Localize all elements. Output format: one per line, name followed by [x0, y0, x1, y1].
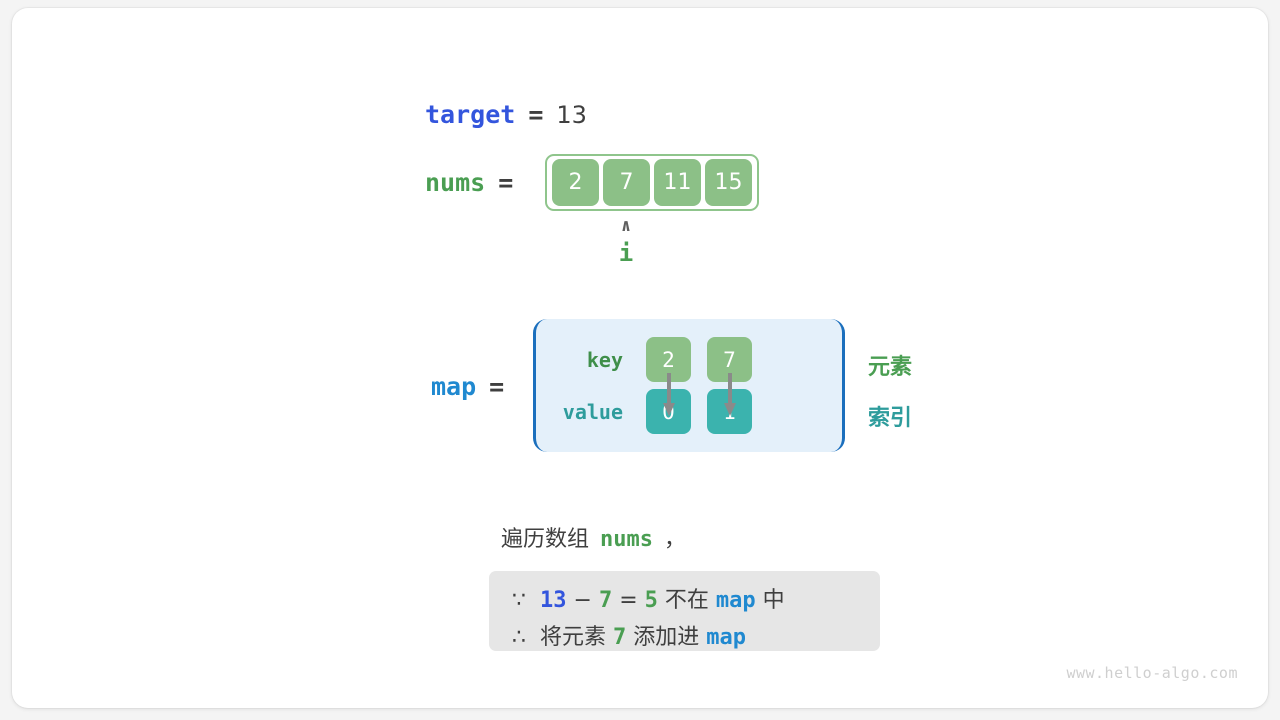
- map-key-row-label: key: [586, 348, 623, 372]
- key-to-value-arrow-icon: [724, 373, 736, 416]
- target-variable-name: target: [425, 100, 516, 129]
- explanation-line-2: ∴ 将元素 7 添加进 map: [512, 619, 746, 651]
- explanation-box: ∵ 13 − 7 = 5 不在 map 中 ∴: [489, 571, 880, 651]
- map-equals-sign: =: [489, 372, 505, 401]
- key-to-value-arrow-icon: [663, 373, 675, 416]
- add-element-text: 将元素: [540, 625, 607, 650]
- map-reference: map: [706, 625, 747, 650]
- map-value-row-label: value: [562, 400, 623, 424]
- watermark: www.hello-algo.com: [1066, 664, 1238, 682]
- array-cell: 11: [654, 159, 701, 206]
- target-number: 13: [540, 588, 567, 613]
- map-variable-name: map: [431, 372, 477, 401]
- added-value: 7: [613, 625, 627, 650]
- target-equals-sign: =: [528, 100, 544, 129]
- diagram-card: target = 13 nums = 2 7 11 15 ∧ i map = k…: [12, 8, 1268, 708]
- explanation-line-1: ∵ 13 − 7 = 5 不在 map 中: [512, 582, 785, 614]
- index-pointer-caret-icon: ∧: [620, 216, 632, 236]
- array-cell: 15: [705, 159, 752, 206]
- equals-operator: =: [619, 588, 638, 613]
- nums-equals-sign: =: [498, 168, 514, 197]
- caption-text-after: ，: [664, 527, 687, 552]
- map-reference: map: [715, 588, 756, 613]
- nums-variable-name: nums: [425, 168, 486, 197]
- map-index-note: 索引: [868, 406, 913, 431]
- target-value: 13: [556, 101, 587, 129]
- caption-text-before: 遍历数组: [501, 527, 590, 552]
- target-declaration: target = 13: [425, 100, 587, 129]
- minus-operator: −: [573, 588, 592, 613]
- caption-line: 遍历数组 nums ，: [501, 521, 686, 553]
- index-pointer-label: i: [618, 239, 634, 267]
- nums-array-container: 2 7 11 15: [545, 154, 759, 211]
- not-in-text: 不在: [664, 588, 709, 613]
- current-number: 7: [598, 588, 613, 613]
- array-cell: 7: [603, 159, 650, 206]
- complement-number: 5: [644, 588, 658, 613]
- map-element-note: 元素: [868, 355, 913, 380]
- in-text: 中: [762, 588, 785, 613]
- add-into-text: 添加进: [633, 625, 700, 650]
- because-symbol-icon: ∵: [512, 588, 526, 613]
- nums-declaration: nums =: [425, 168, 513, 197]
- caption-variable: nums: [600, 527, 653, 552]
- therefore-symbol-icon: ∴: [512, 625, 526, 650]
- map-declaration: map =: [431, 372, 504, 401]
- array-cell: 2: [552, 159, 599, 206]
